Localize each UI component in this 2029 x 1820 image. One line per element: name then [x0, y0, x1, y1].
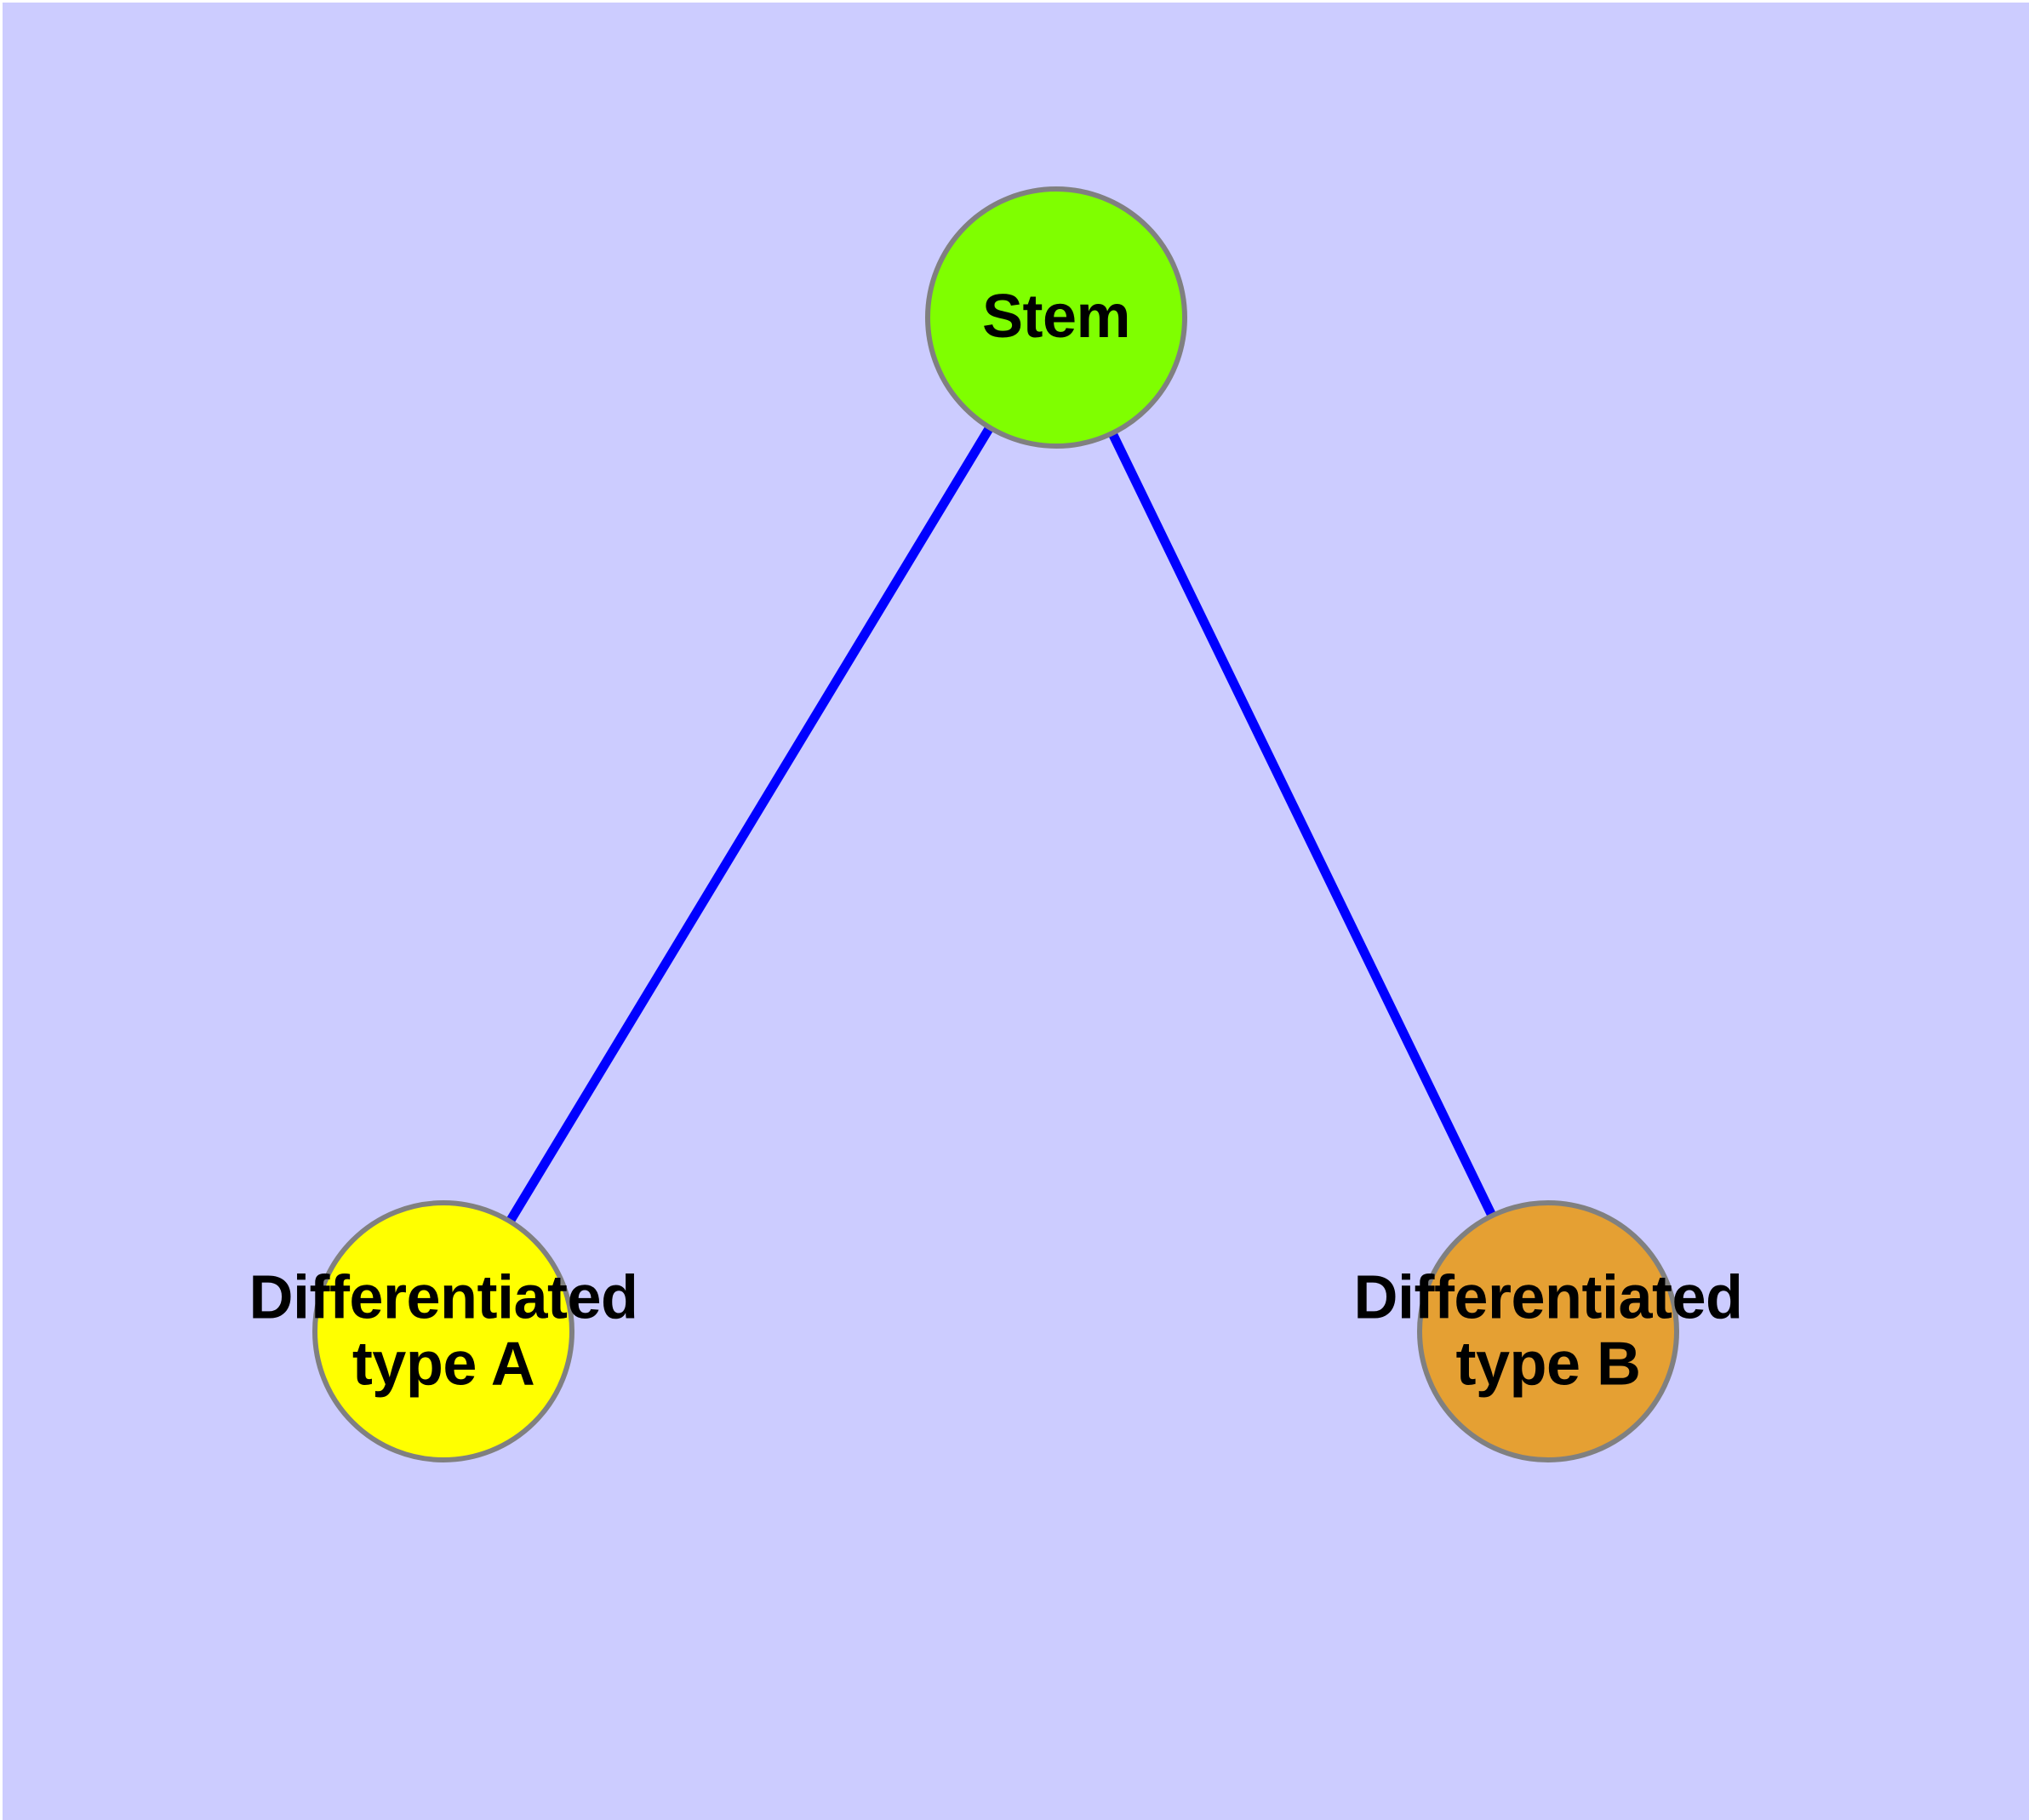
- edges-layer: [439, 315, 1552, 1334]
- edge-stem-to-differentiated-type-a[interactable]: [439, 315, 1060, 1334]
- node-differentiated-type-b[interactable]: [1417, 1200, 1679, 1462]
- edge-stem-to-differentiated-type-b[interactable]: [1052, 315, 1552, 1334]
- nodes-layer: [312, 186, 1679, 1462]
- node-stem[interactable]: [925, 186, 1187, 449]
- node-differentiated-type-a[interactable]: [312, 1200, 574, 1462]
